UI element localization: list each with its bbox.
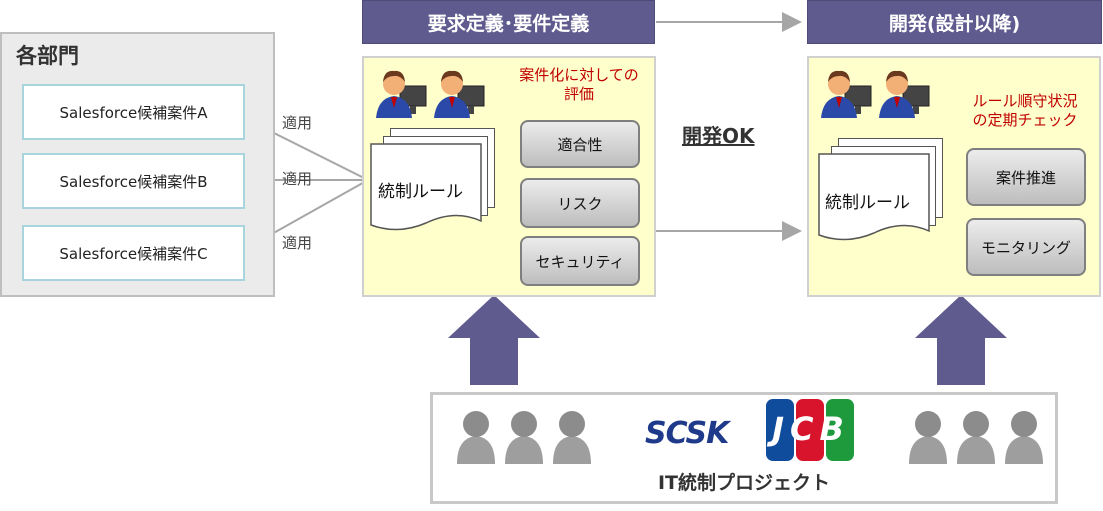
apply-label-a: 適用 — [282, 114, 313, 132]
apply-label-b: 適用 — [282, 170, 313, 188]
category-fit: 適合性 — [520, 120, 640, 168]
case-b: Salesforce候補案件B — [22, 153, 245, 209]
case-a: Salesforce候補案件A — [22, 84, 245, 140]
staff-icon — [820, 70, 930, 119]
rule-document-icon — [370, 143, 482, 231]
rule-document-icon — [818, 153, 930, 241]
jcb-logo-text: JCB — [772, 410, 850, 448]
staff-icon — [376, 70, 485, 119]
category-promotion: 案件推進 — [966, 148, 1086, 206]
departments-title: 各部門 — [16, 44, 79, 68]
dev-ok-label: 開発OK — [682, 124, 755, 148]
requirements-note: 案件化に対しての 評価 — [519, 66, 639, 103]
development-doc-label: 統制ルール — [825, 193, 910, 213]
big-up-arrow-icon — [448, 295, 540, 385]
gray-person-icon — [909, 411, 1043, 464]
project-title: IT統制プロジェクト — [657, 472, 831, 494]
big-up-arrow-icon — [915, 295, 1007, 385]
requirements-doc-label: 統制ルール — [378, 182, 463, 202]
gray-person-icon — [457, 411, 591, 464]
apply-label-c: 適用 — [282, 234, 313, 252]
requirements-header: 要求定義･要件定義 — [362, 0, 655, 44]
development-note: ルール順守状況 の定期チェック — [972, 92, 1078, 129]
category-risk: リスク — [520, 178, 640, 228]
development-header: 開発(設計以降) — [807, 0, 1102, 44]
case-c: Salesforce候補案件C — [22, 225, 245, 281]
category-security: セキュリティ — [520, 236, 640, 286]
jcb-logo — [766, 399, 854, 461]
category-monitoring: モニタリング — [966, 218, 1086, 276]
scsk-logo: SCSK — [645, 416, 729, 451]
